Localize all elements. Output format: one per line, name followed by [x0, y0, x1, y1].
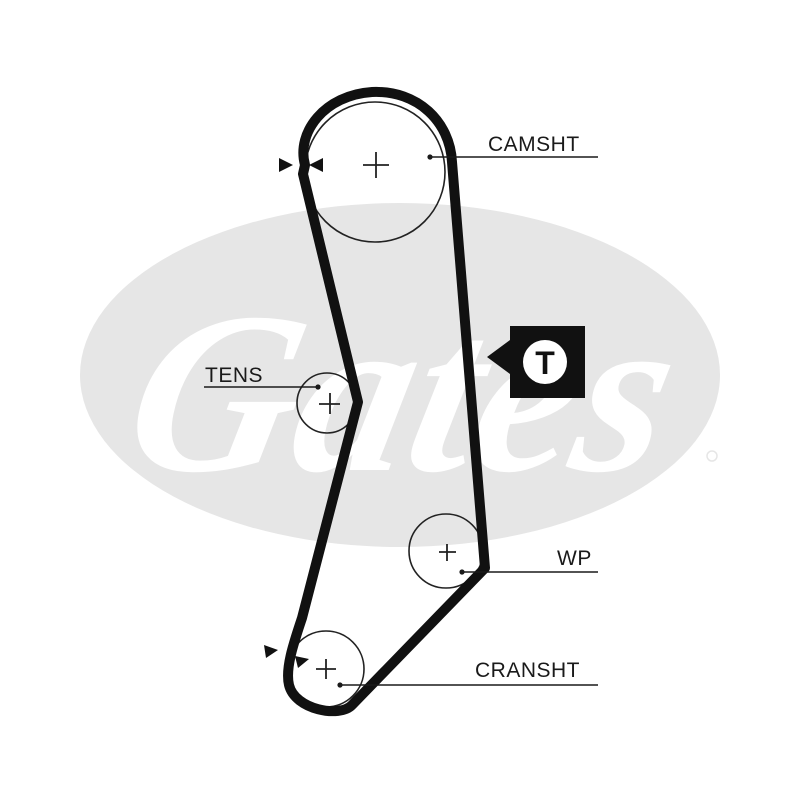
tension-point-marker: T — [487, 326, 585, 398]
gates-watermark: Gates — [80, 203, 720, 547]
timing-belt — [283, 86, 490, 717]
tension-marker-letter: T — [535, 345, 555, 381]
water-pump-label: WP — [557, 547, 592, 570]
camshaft-label: CAMSHT — [488, 133, 580, 156]
camshaft-center-icon — [363, 152, 389, 178]
tension-marker-circle — [523, 340, 567, 384]
water-pump-leader-dot — [459, 569, 465, 575]
tensioner-label: TENS — [205, 364, 263, 387]
crankshaft-leader-dot — [337, 682, 343, 688]
crankshaft-label: CRANSHT — [475, 659, 580, 682]
camshaft-leader-dot — [427, 154, 433, 160]
tensioner-center-icon — [319, 393, 340, 414]
camshaft-timing-arrow-right-icon — [309, 158, 323, 172]
watermark-text: Gates — [108, 266, 699, 520]
leader-lines — [204, 156, 598, 686]
tensioner-leader-dot — [315, 384, 321, 390]
crankshaft-timing-arrow-outer-icon — [264, 645, 278, 658]
pulley-center-marks — [316, 152, 456, 679]
watermark-ellipse — [80, 203, 720, 547]
crankshaft-center-icon — [316, 659, 336, 679]
timing-marks — [264, 158, 323, 668]
registered-mark-icon — [706, 450, 718, 462]
water-pump-center-icon — [439, 544, 456, 561]
crankshaft-timing-arrow-inner-icon — [295, 656, 309, 668]
camshaft-timing-arrow-left-icon — [279, 158, 293, 172]
leader-dots — [315, 154, 465, 688]
